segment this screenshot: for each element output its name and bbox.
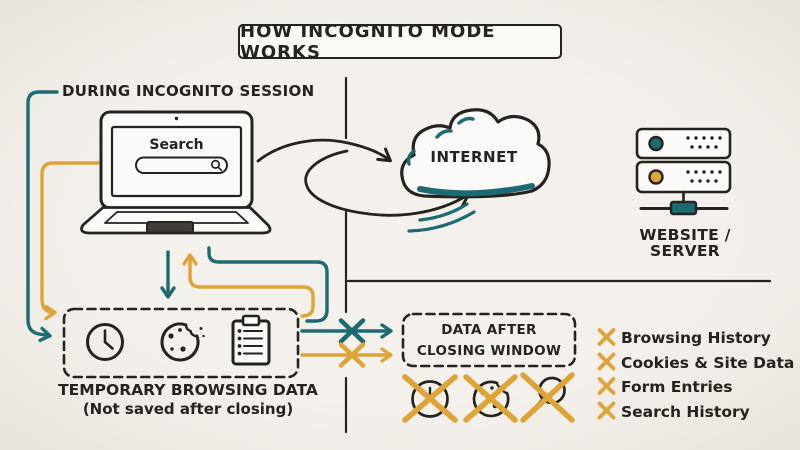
- connector-laptop-to-tempbox-right: [207, 246, 329, 323]
- divider-lines: [344, 76, 772, 434]
- arrow-tempbox-to-laptop: [182, 253, 315, 318]
- list-x-bullets: [597, 328, 616, 420]
- search-bar: [135, 156, 228, 174]
- data-after-closing-box: [401, 312, 577, 368]
- clock-icon: [86, 323, 124, 361]
- x-mark: [520, 372, 575, 423]
- arrow-session-to-tempbox: [26, 90, 59, 342]
- deleted-item-cookies-site-data: Cookies & Site Data: [621, 353, 795, 372]
- blocked-arrow-teal: [300, 318, 393, 344]
- arrow-internet-to-laptop: [304, 149, 471, 217]
- page-title-text: HOW INCOGNITO MODE WORKS: [240, 20, 496, 63]
- page-title: HOW INCOGNITO MODE WORKS: [238, 21, 562, 63]
- data-after-line1: DATA AFTER: [441, 322, 537, 339]
- cloud-icon: [400, 108, 551, 199]
- search-icon: [210, 159, 223, 172]
- laptop-illustration: [80, 110, 272, 235]
- speed-lines: [407, 202, 476, 233]
- deleted-item-browsing-history: Browsing History: [621, 329, 771, 347]
- data-after-closing-label: DATA AFTER CLOSING WINDOW: [403, 317, 575, 365]
- server-icon: [635, 127, 732, 216]
- blocked-arrow-orange: [300, 342, 393, 368]
- crossed-cookie-icon: [463, 374, 518, 423]
- x-mark: [463, 374, 518, 423]
- crossed-clock-icon: [402, 374, 458, 423]
- internet-label: INTERNET: [430, 148, 518, 166]
- temporary-data-subtitle: (Not saved after closing): [82, 400, 294, 418]
- arrow-laptop-left-to-tempbox: [40, 161, 100, 321]
- clipboard-icon: [231, 314, 271, 366]
- temporary-data-box: [62, 307, 300, 379]
- deleted-item-search-history: Search History: [621, 402, 750, 421]
- deleted-item-form-entries: Form Entries: [621, 378, 733, 396]
- session-label: DURING INCOGNITO SESSION: [62, 82, 315, 100]
- arrow-laptop-to-internet: [256, 138, 392, 163]
- server-label: WEBSITE / SERVER: [639, 226, 731, 260]
- laptop-search-label: Search: [149, 137, 204, 153]
- crossed-search-icon: [520, 372, 575, 423]
- cookie-icon: [160, 322, 205, 362]
- temporary-data-title: TEMPORARY BROWSING DATA: [58, 381, 318, 399]
- data-after-line2: CLOSING WINDOW: [416, 343, 562, 359]
- x-mark: [402, 374, 458, 423]
